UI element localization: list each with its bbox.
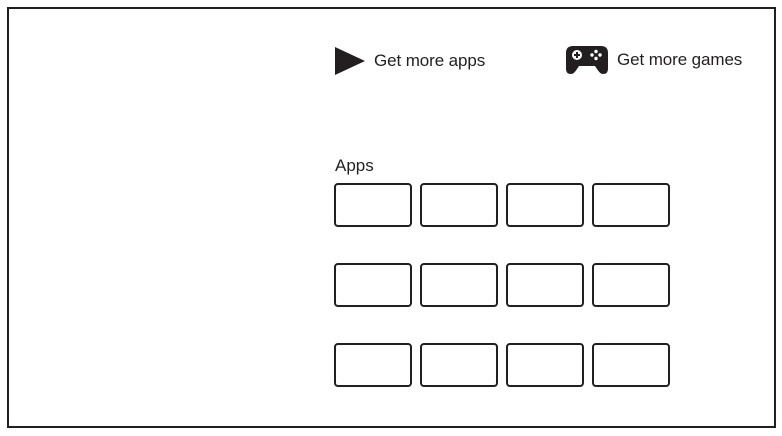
get-more-apps-button[interactable]: Get more apps bbox=[334, 46, 485, 76]
app-tile[interactable] bbox=[334, 343, 412, 387]
app-tile[interactable] bbox=[592, 263, 670, 307]
app-tile[interactable] bbox=[506, 343, 584, 387]
app-tile[interactable] bbox=[420, 343, 498, 387]
app-tile[interactable] bbox=[506, 263, 584, 307]
get-more-games-label: Get more games bbox=[617, 50, 743, 69]
get-more-apps-label: Get more apps bbox=[374, 51, 486, 70]
app-tile[interactable] bbox=[592, 343, 670, 387]
app-tile[interactable] bbox=[420, 263, 498, 307]
apps-section-title: Apps bbox=[335, 156, 374, 175]
app-tile[interactable] bbox=[506, 183, 584, 227]
app-launcher-frame bbox=[7, 7, 776, 428]
app-tile[interactable] bbox=[334, 183, 412, 227]
play-triangle-icon bbox=[335, 47, 365, 75]
get-more-games-button[interactable]: Get more games bbox=[565, 45, 742, 75]
app-tile[interactable] bbox=[334, 263, 412, 307]
gamepad-icon bbox=[566, 46, 608, 74]
app-tile[interactable] bbox=[420, 183, 498, 227]
app-tile[interactable] bbox=[592, 183, 670, 227]
